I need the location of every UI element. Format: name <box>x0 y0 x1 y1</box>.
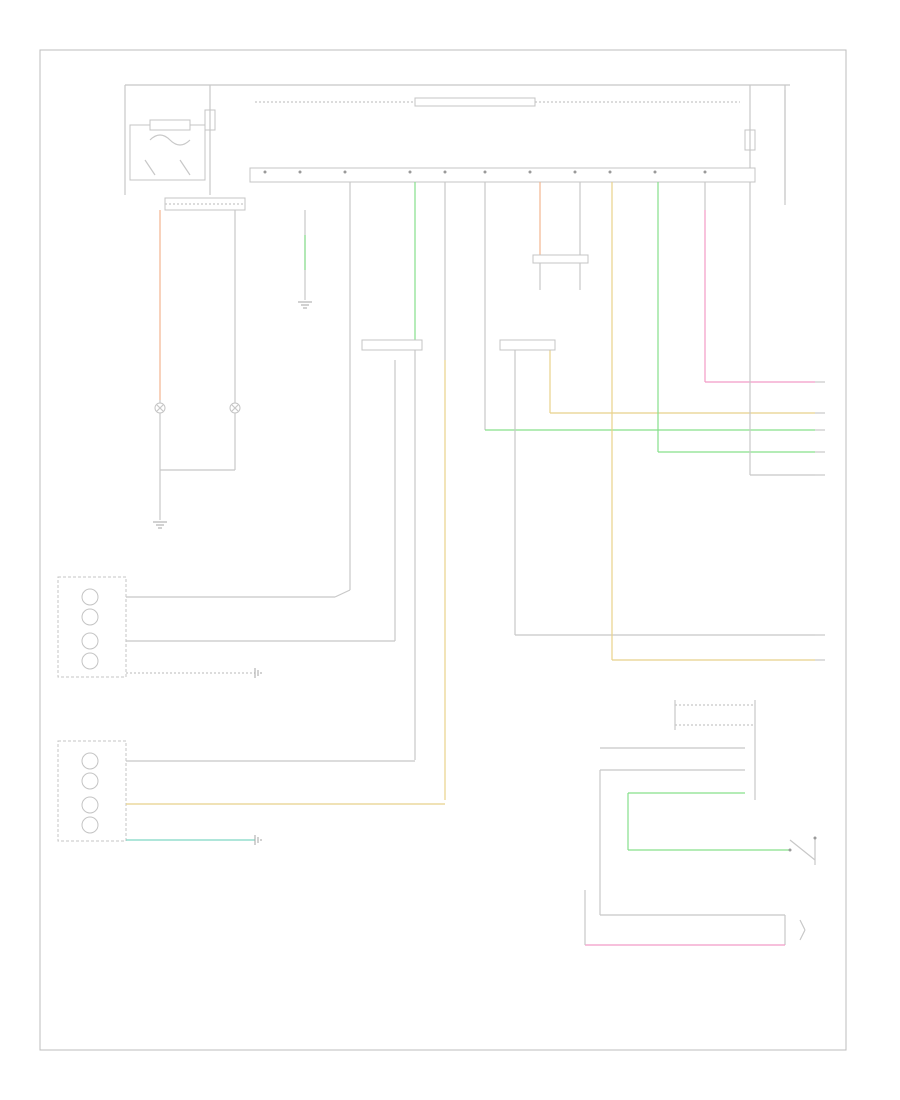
splice-block <box>532 254 589 290</box>
top-power-bus <box>124 84 790 210</box>
ground-icon <box>254 835 262 845</box>
ground-g104 <box>254 835 262 845</box>
center-wiring <box>334 182 815 800</box>
ground-icon <box>153 521 167 529</box>
switch-icon <box>674 700 756 800</box>
sensor-icon <box>799 919 806 941</box>
totally-integrated-power-module <box>249 167 756 183</box>
headlamp-icon <box>81 588 99 670</box>
ground-g103 <box>254 668 262 678</box>
left-headlamp <box>57 360 396 678</box>
module-pins <box>263 170 707 174</box>
headlamp-icon <box>81 752 99 834</box>
lamp-icon <box>229 402 241 414</box>
connector-c101 <box>164 197 246 211</box>
diagram-frame <box>39 49 847 1051</box>
connector-icon <box>532 254 589 290</box>
fuse-block-top-left <box>129 109 216 181</box>
headlamp-switch <box>599 700 817 916</box>
connector-c201 <box>361 339 556 351</box>
fuse-block-top-right <box>744 90 786 205</box>
fuse-block-icon <box>204 109 216 131</box>
lamp-icon <box>154 402 166 414</box>
auto-headlamp-sensor <box>584 890 806 946</box>
ground-g102 <box>298 210 312 309</box>
fuse-block-icon <box>744 129 756 151</box>
relay-icon <box>144 119 191 176</box>
park-lamp-wiring <box>159 210 236 520</box>
left-front-park-lamp <box>154 402 166 414</box>
ground-icon <box>254 668 262 678</box>
right-connectors <box>815 381 825 661</box>
right-front-park-lamp <box>229 402 241 414</box>
ground-icon <box>298 301 312 309</box>
module-bar-icon <box>249 167 756 183</box>
ground-g101 <box>153 521 167 529</box>
right-headlamp <box>57 740 445 842</box>
